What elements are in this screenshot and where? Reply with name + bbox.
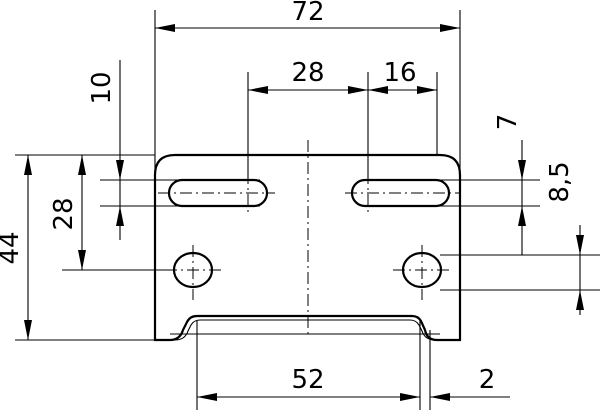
dimension-slot-length: 16 — [368, 58, 437, 94]
dimension-overall-height: 44 — [0, 155, 32, 340]
dimension-label-10: 10 — [87, 71, 117, 104]
dimension-label-8-5: 8,5 — [545, 161, 575, 202]
dimension-hole-spacing: 52 — [197, 365, 420, 401]
dimension-hole-height: 28 — [49, 155, 86, 270]
bracket-outline — [153, 153, 462, 342]
dimension-label-28-top: 28 — [291, 58, 324, 88]
dimension-label-16: 16 — [383, 58, 416, 88]
dimension-label-7: 7 — [493, 114, 523, 131]
dimension-label-52: 52 — [291, 365, 324, 395]
dimension-slot-hole-spacing: 8,5 — [545, 161, 584, 315]
dimension-label-72: 72 — [291, 0, 324, 27]
center-lines — [158, 140, 460, 335]
dimension-thickness: 2 — [430, 365, 510, 401]
dimension-label-2: 2 — [479, 365, 496, 395]
dimension-overall-width: 72 — [155, 0, 460, 32]
right-slot — [350, 178, 451, 208]
dimension-slot-spacing: 28 — [248, 58, 368, 94]
dimension-slot-offset: 10 — [87, 60, 124, 240]
dimension-label-44: 44 — [0, 231, 25, 264]
dimension-hole-offset-right: 7 — [493, 114, 526, 255]
dimension-label-28-left: 28 — [49, 197, 79, 230]
